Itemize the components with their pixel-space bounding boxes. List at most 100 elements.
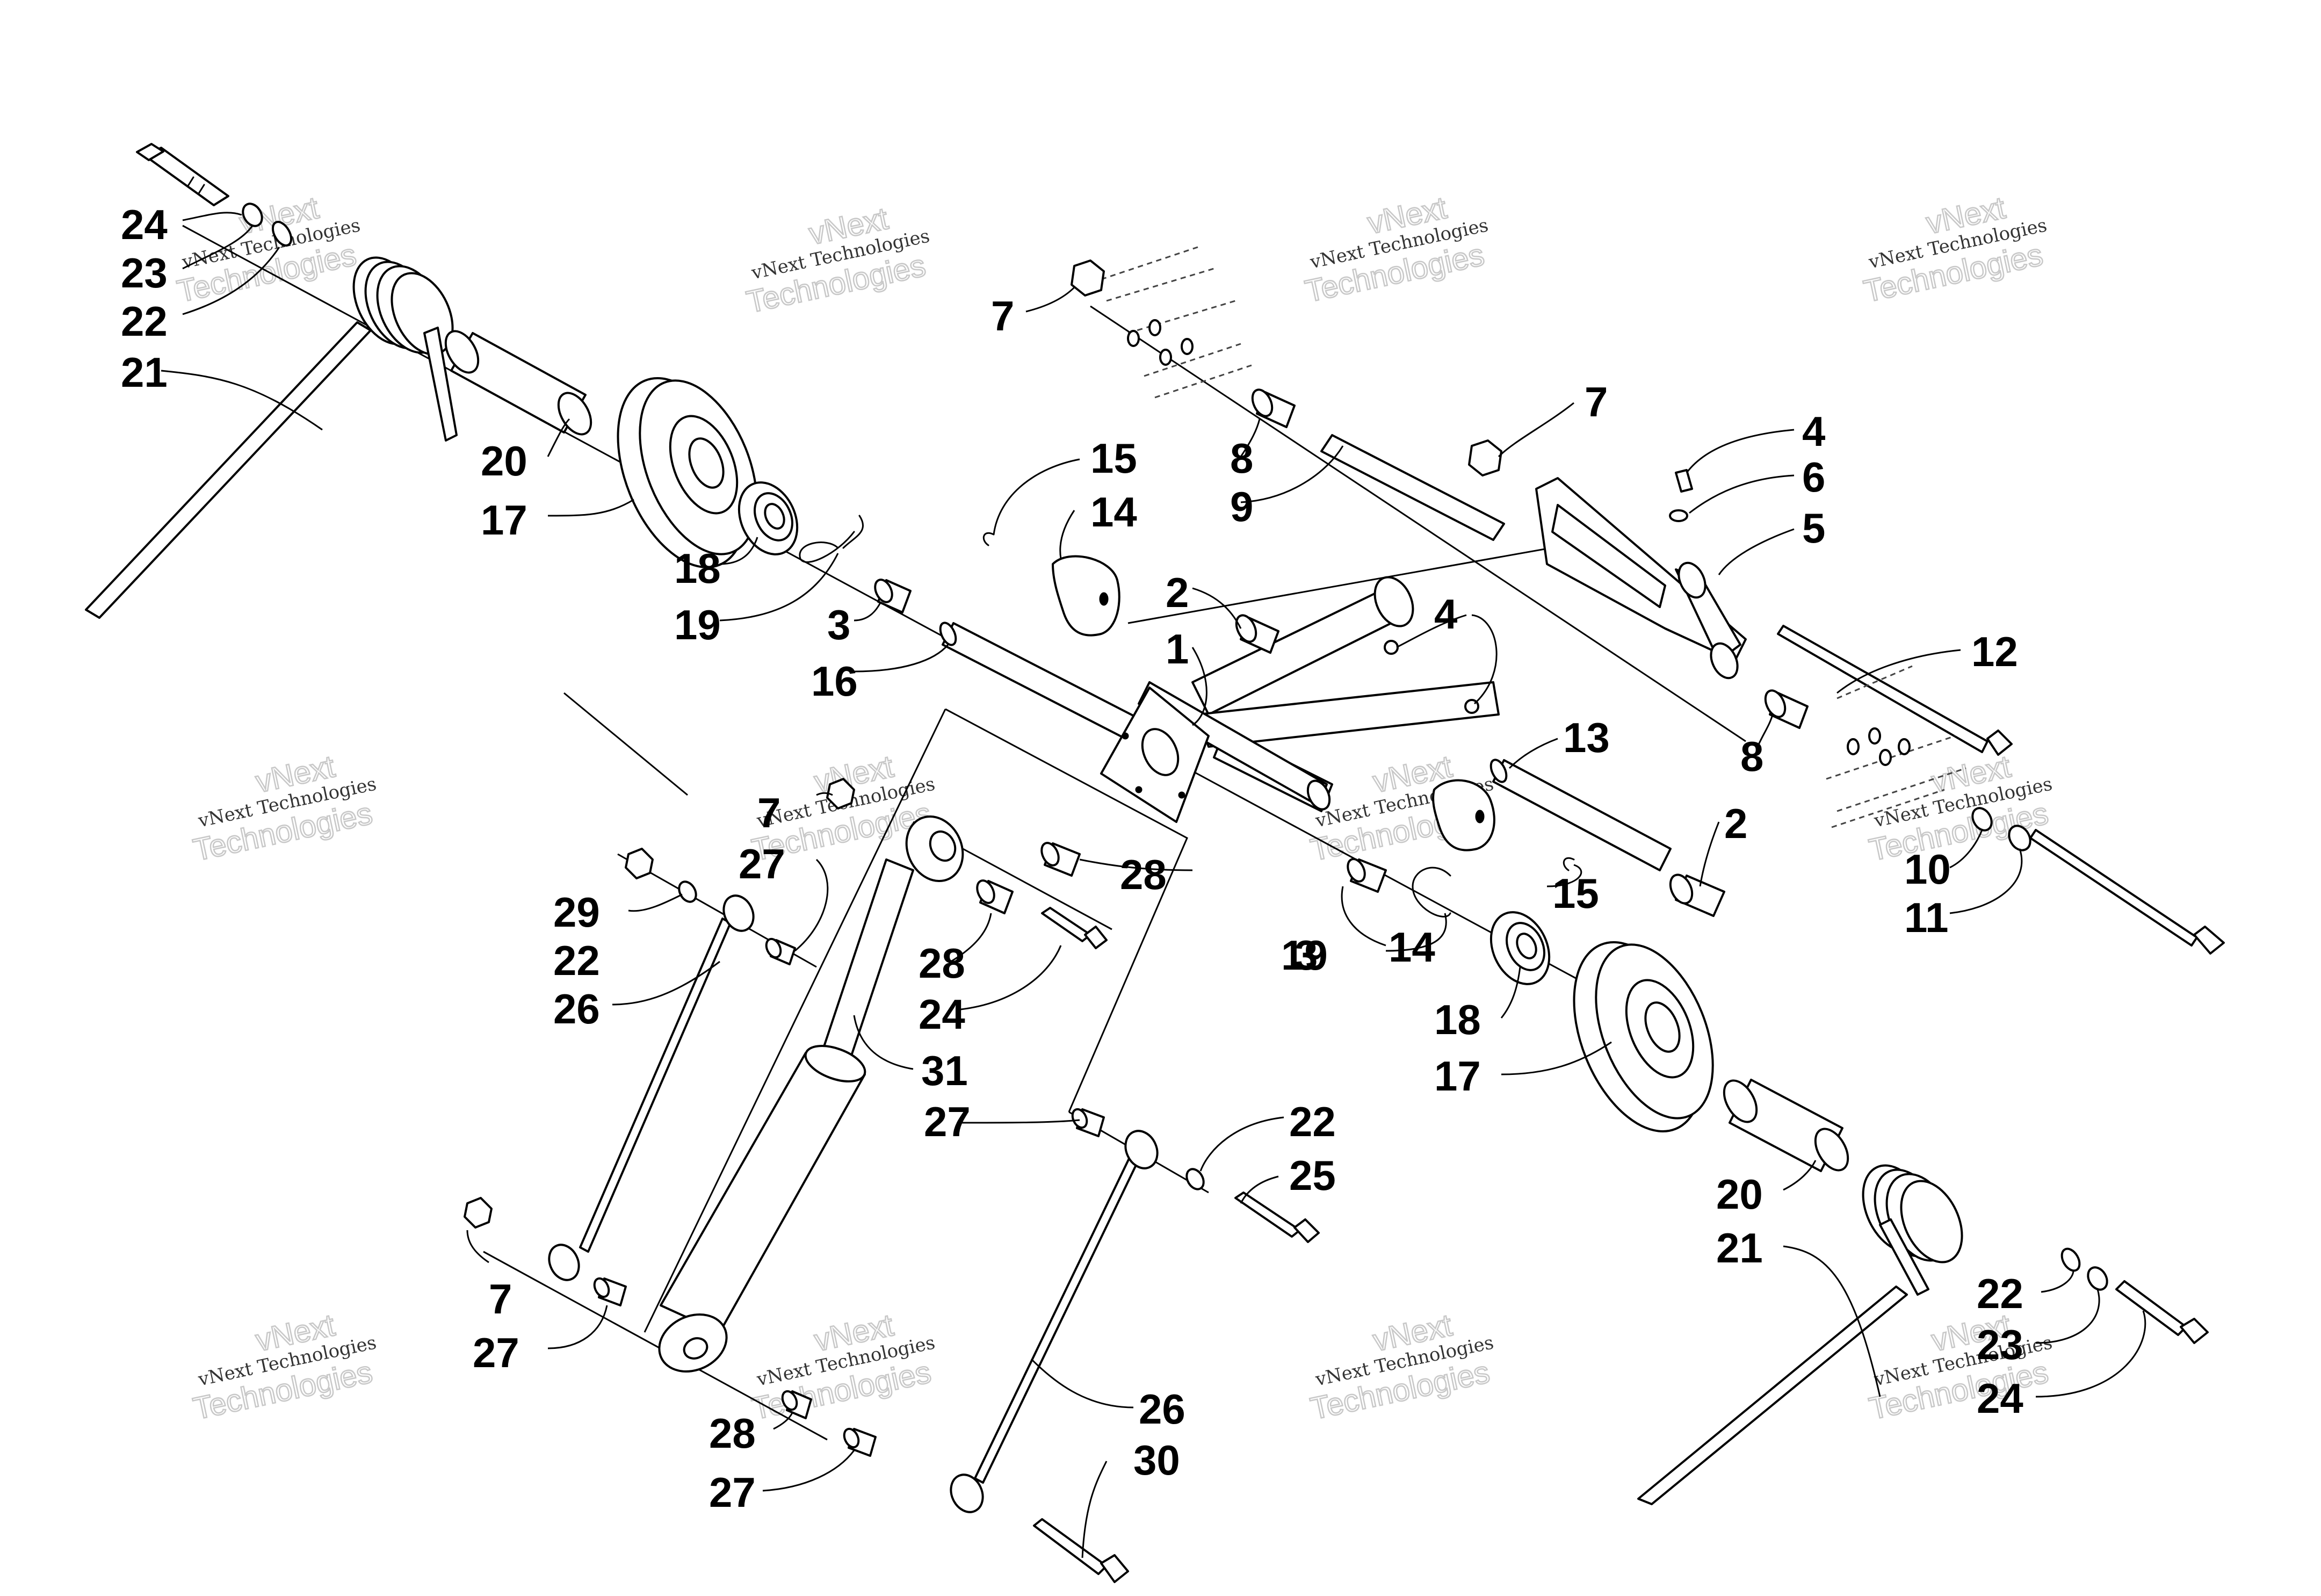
linkage-rod-left (548, 894, 755, 1281)
callout-2: 2 (1166, 569, 1189, 616)
spacer-tube-upper-left (444, 330, 592, 436)
spacer-tube-lower (1723, 1079, 1849, 1172)
callout-10: 10 (1904, 846, 1951, 893)
callout-8: 8 (1230, 435, 1253, 482)
callout-31: 31 (921, 1047, 968, 1094)
callout-13: 13 (1563, 714, 1610, 761)
idler-wheel-lower (1573, 941, 1714, 1132)
watermark: vNext vNext Technologies Technologies (1302, 190, 1490, 310)
callout-7: 7 (991, 292, 1014, 340)
bushing-upper-left (874, 579, 912, 613)
callout-22: 22 (1977, 1270, 2023, 1317)
washer-upper-left (271, 221, 293, 247)
callout-22: 22 (121, 298, 168, 345)
main-frame-arm (1100, 576, 1500, 823)
callout-25: 25 (1289, 1152, 1336, 1199)
callout-26: 26 (553, 985, 600, 1032)
bushing-8-upper (1251, 388, 1296, 428)
idler-wheel-upper-left (617, 377, 758, 568)
callout-5: 5 (1802, 504, 1825, 552)
callout-6: 6 (1802, 453, 1825, 501)
bearing-lower (1490, 911, 1551, 985)
callout-14: 14 (1389, 923, 1435, 971)
washer-22-middle (1185, 1168, 1205, 1190)
callout-28: 28 (709, 1410, 756, 1457)
callout-21: 21 (1716, 1224, 1763, 1272)
bolt-30 (1033, 1518, 1129, 1583)
callout-23: 23 (121, 249, 168, 297)
torsion-spring-lower (1637, 1164, 1963, 1505)
watermark: vNext vNext Technologies Technologies (1860, 190, 2049, 310)
bearing-upper-left (737, 481, 799, 555)
callout-27: 27 (709, 1469, 756, 1516)
retaining-ring-lower (1412, 866, 1451, 918)
bushing-8-lower (1764, 689, 1809, 729)
callout-15: 15 (1552, 870, 1599, 917)
nut-top (1071, 259, 1105, 297)
callout-14: 14 (1090, 488, 1137, 536)
retaining-ring-upper-left (799, 531, 855, 563)
callout-7: 7 (757, 789, 780, 836)
callout-28: 28 (919, 940, 965, 987)
bushing-28-frame (1040, 842, 1081, 877)
circlip-upper (982, 532, 995, 546)
shaft-13 (1490, 759, 1672, 871)
callout-23: 23 (1977, 1321, 2023, 1368)
watermark: vNext vNext Technologies Technologies (190, 1307, 378, 1427)
nut-7-shock (826, 778, 855, 810)
bracket-5 (1535, 477, 1747, 680)
callout-12: 12 (1971, 628, 2018, 675)
callout-9: 9 (1230, 483, 1253, 530)
callout-20: 20 (481, 437, 527, 485)
callout-24: 24 (121, 201, 168, 248)
bushing-2-upper (1235, 614, 1279, 654)
callout-18: 18 (674, 545, 721, 592)
leader-lines (161, 212, 2146, 1558)
exploded-axes (182, 225, 1746, 1441)
tunnel-frame-upper (1101, 246, 1252, 399)
linkage-rod-right (950, 1130, 1159, 1513)
bumper-upper (1052, 555, 1120, 637)
callout-3: 3 (827, 601, 850, 648)
long-bolt-lower-right (2029, 829, 2225, 955)
washer-22-left (678, 880, 697, 903)
callout-18: 18 (1434, 996, 1481, 1043)
bushing-lower-3 (1347, 858, 1387, 893)
callout-24: 24 (919, 991, 965, 1038)
circlip-lower (1563, 857, 1575, 871)
callout-15: 15 (1090, 435, 1137, 482)
bushing-28-lower (781, 1390, 812, 1419)
bolt-25 (1234, 1191, 1320, 1243)
callout-8: 8 (1740, 733, 1763, 780)
tunnel-frame-right (1826, 665, 1966, 828)
callout-30: 30 (1133, 1436, 1180, 1484)
callout-17: 17 (1434, 1052, 1481, 1100)
callout-17: 17 (481, 496, 527, 544)
callout-26: 26 (1139, 1385, 1185, 1433)
bumper-lower (1432, 779, 1495, 851)
callout-27: 27 (473, 1329, 519, 1376)
bushing-27-middle (1071, 1108, 1105, 1137)
callout-24: 24 (1977, 1375, 2023, 1422)
nut-11 (2008, 825, 2031, 851)
nut-upper-right (1468, 439, 1502, 476)
bushing-2-lower (1669, 873, 1725, 917)
callout-28: 28 (1120, 851, 1167, 898)
washer-lower-right (2060, 1247, 2081, 1272)
nut-7-lower-left (464, 1197, 493, 1229)
retaining-ring-upper-left-2 (842, 515, 864, 549)
shock-mount-guide (945, 708, 1188, 1113)
shock-absorber (658, 815, 964, 1373)
callout-3: 3 (1295, 931, 1318, 979)
long-bolt-12 (1777, 625, 2013, 756)
callout-22: 22 (1289, 1098, 1336, 1145)
callout-4: 4 (1802, 408, 1825, 455)
nut-29 (625, 848, 654, 879)
torsion-spring-upper-left (85, 256, 458, 619)
callout-1: 1 (1166, 625, 1189, 673)
callout-4: 4 (1434, 590, 1457, 638)
callout-20: 20 (1716, 1171, 1763, 1218)
callout-7: 7 (489, 1275, 512, 1323)
callout-19: 19 (674, 601, 721, 648)
